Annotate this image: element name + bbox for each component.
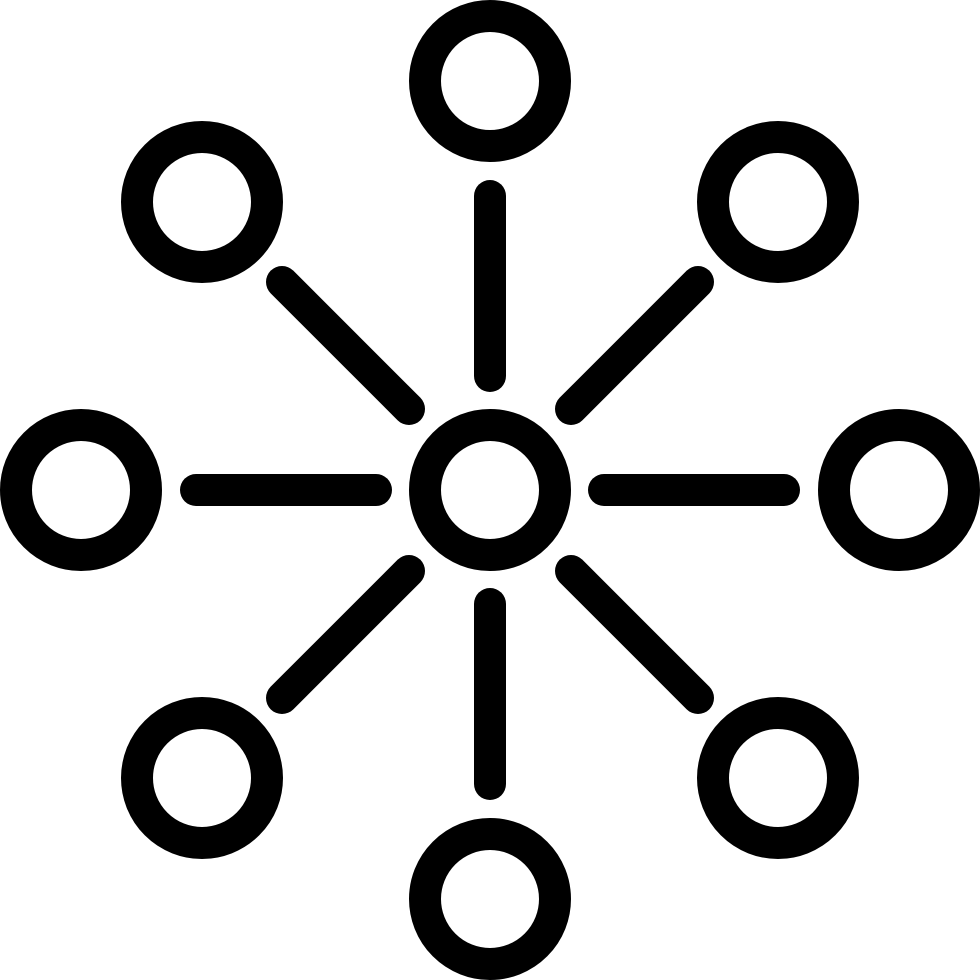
spoke-bottom-left <box>266 555 425 714</box>
node-right <box>818 409 980 571</box>
node-bottom <box>409 818 571 980</box>
node-bottom-left <box>121 697 283 859</box>
spoke-top-left <box>266 266 425 425</box>
hub-node <box>409 409 571 571</box>
spoke-top-right <box>555 266 714 425</box>
node-top-right <box>697 121 859 283</box>
node-bottom-right <box>697 697 859 859</box>
node-top-left <box>121 121 283 283</box>
node-top <box>409 0 571 162</box>
node-left <box>0 409 162 571</box>
spoke-bottom-right <box>555 555 714 714</box>
